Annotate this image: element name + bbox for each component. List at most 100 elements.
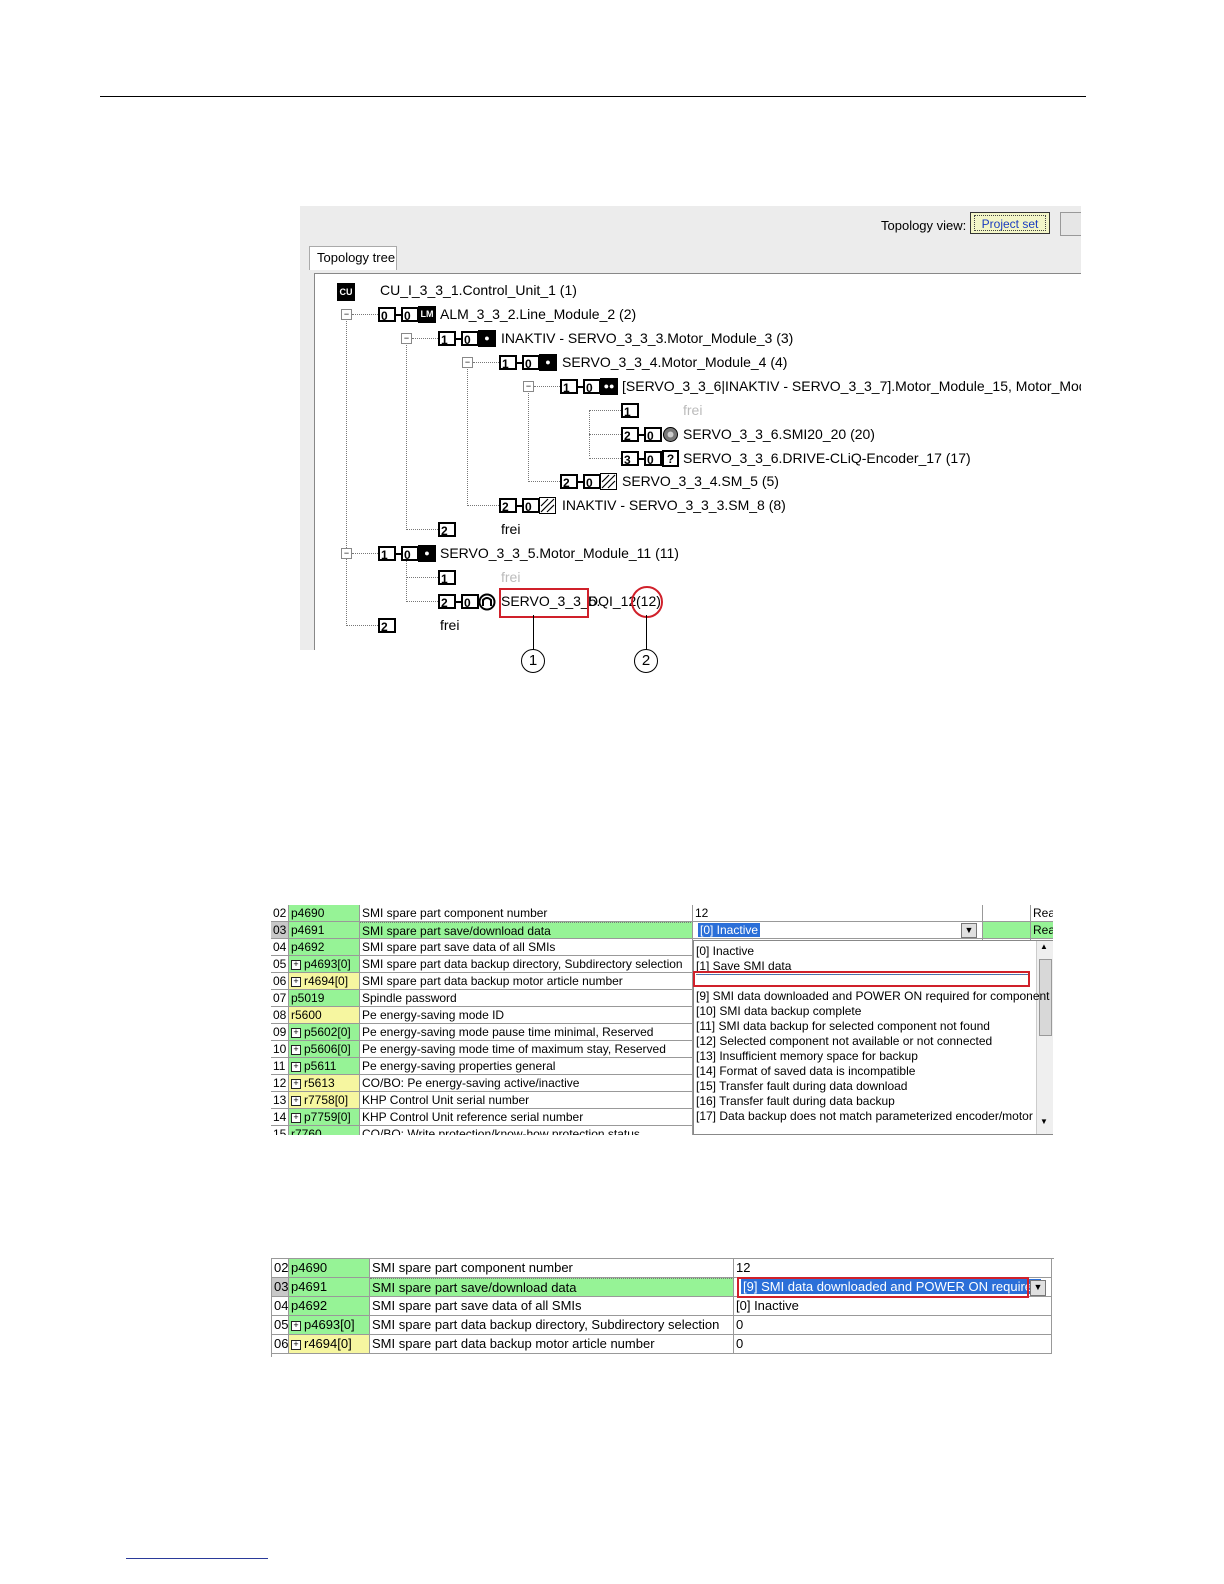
parameter-value[interactable]: 12 [734, 1259, 1052, 1278]
node-encoder-17[interactable]: SERVO_3_3_6.DRIVE-CLiQ-Encoder_17 (17) [683, 450, 971, 466]
parameter-id[interactable]: p4690 [289, 1259, 370, 1278]
dropdown-arrow-icon[interactable]: ▼ [1030, 1280, 1046, 1296]
expand-icon[interactable]: + [291, 959, 301, 970]
node-sm5[interactable]: SERVO_3_3_4.SM_5 (5) [622, 473, 779, 489]
parameter-value[interactable]: [9] SMI data downloaded and POWER ON req… [734, 1278, 1052, 1297]
node-motor-module-4[interactable]: SERVO_3_3_4.Motor_Module_4 (4) [562, 354, 788, 370]
unknown-component-icon: ? [662, 450, 679, 467]
parameter-id[interactable]: +p5606[0] [289, 1041, 360, 1058]
parameter-id[interactable]: +p4693[0] [289, 956, 360, 973]
expand-icon[interactable]: + [291, 1095, 301, 1106]
dropdown-option[interactable]: [16] Transfer fault during data backup [696, 1094, 895, 1108]
dropdown-options-list[interactable]: ▲▼[0] Inactive[1] Save SMI data[2] Downl… [693, 940, 1053, 1135]
parameter-value[interactable]: [0] Inactive [693, 922, 983, 939]
table-row[interactable]: 06+r4694[0]SMI spare part data backup mo… [272, 1335, 1052, 1354]
parameter-id[interactable]: +p5611 [289, 1058, 360, 1075]
expand-icon[interactable]: + [291, 1061, 301, 1072]
parameter-description: KHP Control Unit serial number [360, 1092, 693, 1109]
parameter-value[interactable]: 0 [734, 1335, 1052, 1354]
expand-icon[interactable]: + [291, 1078, 301, 1089]
dropdown-option[interactable]: [11] SMI data backup for selected compon… [696, 1019, 990, 1033]
parameter-value[interactable]: 0 [734, 1316, 1052, 1335]
tree-line [346, 625, 378, 626]
highlight-drive-object-name [499, 588, 589, 618]
parameter-id[interactable]: r5600 [289, 1007, 360, 1024]
table-row[interactable]: 05+p4693[0]SMI spare part data backup di… [272, 1316, 1052, 1335]
collapse-icon[interactable]: − [523, 381, 534, 392]
collapse-icon[interactable]: − [341, 309, 352, 320]
row-number: 14 [271, 1109, 289, 1126]
dropdown-option[interactable]: [15] Transfer fault during data download [696, 1079, 908, 1093]
parameter-id[interactable]: +p4693[0] [289, 1316, 370, 1335]
dropdown-option[interactable]: [1] Save SMI data [696, 959, 792, 973]
parameter-id[interactable]: +r4694[0] [289, 1335, 370, 1354]
parameter-id[interactable]: +p7759[0] [289, 1109, 360, 1126]
expand-icon[interactable]: + [291, 1044, 301, 1055]
tab-topology-tree[interactable]: Topology tree [309, 246, 397, 270]
value-text: 12 [736, 1260, 751, 1275]
topology-view-label: Topology view: [881, 218, 967, 233]
parameter-description: Pe energy-saving mode time of maximum st… [360, 1041, 693, 1058]
node-dqi-prefix[interactable]: SERVO_3_3_5. [501, 593, 601, 609]
node-line-module[interactable]: ALM_3_3_2.Line_Module_2 (2) [440, 306, 637, 322]
dropdown-scrollbar[interactable]: ▲▼ [1036, 941, 1053, 1134]
dropdown-option[interactable]: [14] Format of saved data is incompatibl… [696, 1064, 916, 1078]
node-control-unit[interactable]: CU_I_3_3_1.Control_Unit_1 (1) [380, 282, 577, 298]
parameter-id-text: p5606[0] [304, 1042, 351, 1056]
port-box: 0 [583, 379, 601, 395]
project-set-button[interactable]: Project set [970, 212, 1050, 234]
expand-icon[interactable]: + [291, 1027, 301, 1038]
port-box: 1 [438, 570, 456, 586]
node-motor-module-15[interactable]: [SERVO_3_3_6|INAKTIV - SERVO_3_3_7].Moto… [622, 378, 1081, 394]
dropdown-option[interactable]: [10] SMI data backup complete [696, 1004, 862, 1018]
collapse-icon[interactable]: − [401, 333, 412, 344]
parameter-id-text: p7759[0] [304, 1110, 351, 1124]
parameter-value[interactable]: [0] Inactive [734, 1297, 1052, 1316]
parameter-id[interactable]: p4691 [289, 922, 360, 939]
expand-icon[interactable]: + [291, 1320, 301, 1331]
dropdown-option[interactable]: [0] Inactive [696, 944, 755, 958]
view-button-2[interactable] [1060, 212, 1081, 236]
scroll-up-icon[interactable]: ▲ [1040, 942, 1048, 951]
parameter-id[interactable]: p4691 [289, 1278, 370, 1297]
parameter-id[interactable]: +r5613 [289, 1075, 360, 1092]
parameter-id[interactable]: +r4694[0] [289, 973, 360, 990]
port-link [639, 458, 644, 460]
dropdown-option[interactable]: [9] SMI data downloaded and POWER ON req… [696, 989, 1050, 1003]
dropdown-option[interactable]: [13] Insufficient memory space for backu… [696, 1049, 918, 1063]
dropdown-option[interactable]: [17] Data backup does not match paramete… [696, 1109, 1033, 1123]
parameter-id-text: r4694[0] [304, 1336, 352, 1351]
parameter-id[interactable]: p4692 [289, 1297, 370, 1316]
scroll-down-icon[interactable]: ▼ [1040, 1117, 1048, 1126]
parameter-id[interactable]: p5019 [289, 990, 360, 1007]
expand-icon[interactable]: + [291, 1339, 301, 1350]
parameter-id[interactable]: +r7758[0] [289, 1092, 360, 1109]
collapse-icon[interactable]: − [462, 357, 473, 368]
parameter-description: SMI spare part data backup motor article… [370, 1335, 734, 1354]
node-free-slot: frei [683, 402, 703, 418]
collapse-icon[interactable]: − [341, 548, 352, 559]
node-motor-module-3[interactable]: INAKTIV - SERVO_3_3_3.Motor_Module_3 (3) [501, 330, 794, 346]
parameter-value[interactable]: 12 [693, 905, 983, 922]
node-smi20[interactable]: SERVO_3_3_6.SMI20_20 (20) [683, 426, 875, 442]
parameter-id[interactable]: +p5602[0] [289, 1024, 360, 1041]
node-motor-module-11[interactable]: SERVO_3_3_5.Motor_Module_11 (11) [440, 545, 679, 561]
footer-rule [126, 1558, 268, 1559]
node-dqi-name[interactable]: DQI_12 [588, 593, 637, 609]
parameter-id[interactable]: p4692 [289, 939, 360, 956]
dropdown-arrow-icon[interactable]: ▼ [961, 923, 977, 938]
node-sm8[interactable]: INAKTIV - SERVO_3_3_3.SM_8 (8) [562, 497, 786, 513]
dropdown-option[interactable]: [12] Selected component not available or… [696, 1034, 993, 1048]
expand-icon[interactable]: + [291, 1112, 301, 1123]
topology-tree-pane: CU CU_I_3_3_1.Control_Unit_1 (1) − 0 0 L… [314, 273, 1081, 650]
expand-icon[interactable]: + [291, 976, 301, 987]
parameter-description: Pe energy-saving properties general [360, 1058, 693, 1075]
scroll-thumb[interactable] [1039, 959, 1052, 1036]
motor-module-icon: ● [418, 545, 436, 562]
parameter-id[interactable]: p4690 [289, 905, 360, 922]
